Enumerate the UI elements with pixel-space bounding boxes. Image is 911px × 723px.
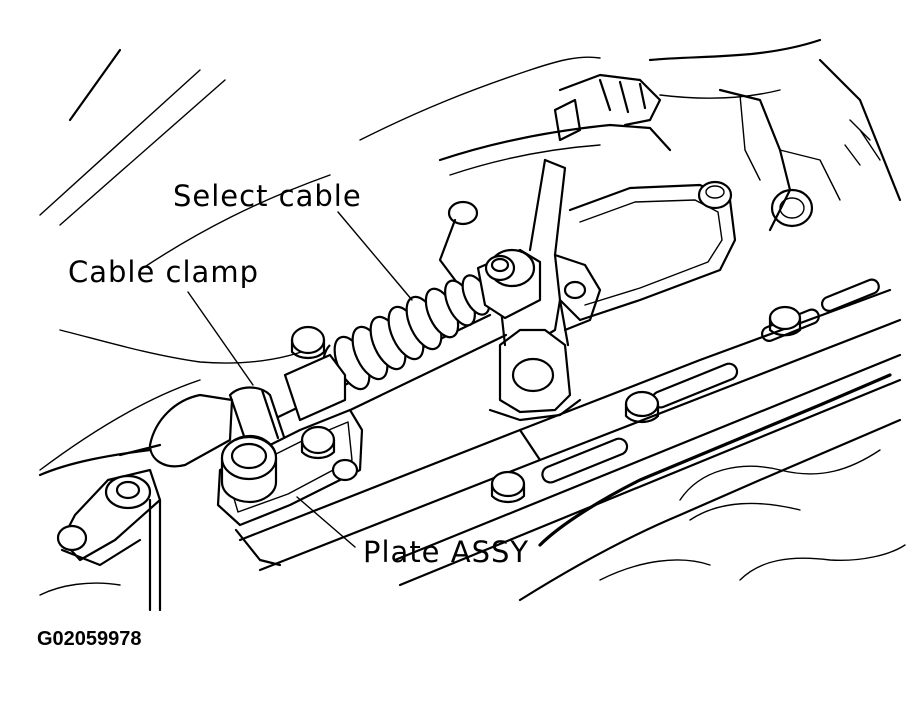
plate-assy — [216, 408, 364, 567]
figure-code: G02059978 — [37, 628, 142, 650]
leader-plate-assy — [296, 496, 356, 548]
leader-select-cable — [337, 211, 413, 301]
label-select-cable: Select cable — [173, 179, 362, 213]
leader-lines — [187, 211, 413, 548]
transmission-rail — [238, 278, 902, 602]
cover-plate — [438, 180, 737, 322]
leader-cable-clamp — [187, 291, 254, 386]
floor-panel — [599, 449, 906, 581]
cable-clamp — [228, 325, 347, 452]
lower-linkage — [38, 393, 234, 612]
label-plate-assy: Plate ASSY — [363, 535, 530, 569]
transmission-housing — [438, 38, 902, 232]
label-cable-clamp: Cable clamp — [68, 255, 259, 289]
vehicle-body-lines — [39, 48, 601, 471]
shift-lever — [488, 158, 602, 422]
